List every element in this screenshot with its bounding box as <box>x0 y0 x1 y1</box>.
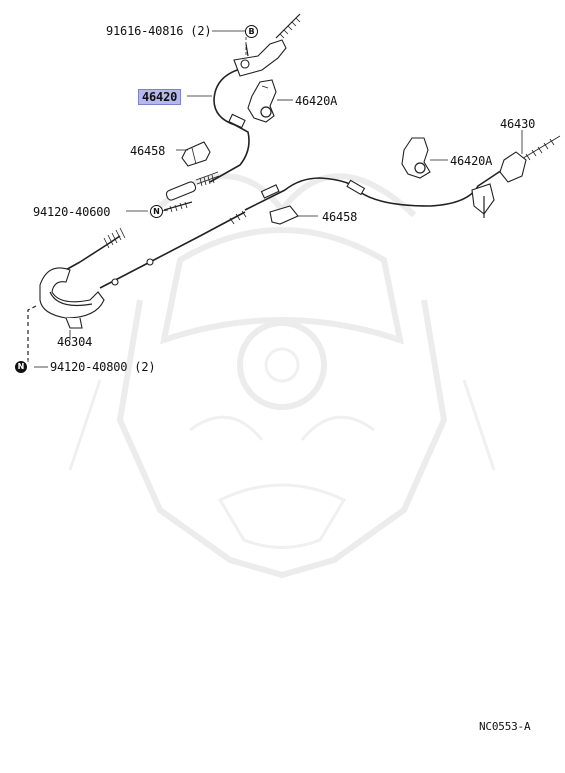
watermark-emblem <box>68 173 496 579</box>
top-bracket <box>233 13 301 77</box>
label-cable-front[interactable]: 46420 <box>138 89 182 105</box>
bolt-mid <box>163 201 193 213</box>
nut-symbol-icon-bottom: N <box>15 361 27 373</box>
label-bolt-bottom[interactable]: 94120-40800 (2) <box>50 360 156 374</box>
equalizer-46304 <box>27 267 105 360</box>
label-bracket-right[interactable]: 46420A <box>450 154 493 168</box>
diagram-code: NC0553-A <box>479 720 531 733</box>
nut-symbol-icon: N <box>150 205 163 218</box>
bracket-left <box>247 79 277 123</box>
rear-cable-right <box>284 135 561 218</box>
bracket-right <box>401 137 431 179</box>
label-clamp-left[interactable]: 46458 <box>130 144 166 158</box>
rear-cable-left <box>61 184 286 289</box>
label-cable-right[interactable]: 46430 <box>500 117 536 131</box>
front-cable-46420 <box>165 67 250 201</box>
label-clamp-right[interactable]: 46458 <box>322 210 358 224</box>
clamp-left <box>181 141 211 167</box>
label-bolt-top: 91616-40816 (2) <box>106 24 212 38</box>
label-bracket-left[interactable]: 46420A <box>295 94 338 108</box>
label-equalizer[interactable]: 46304 <box>57 335 93 349</box>
label-bolt-mid[interactable]: 94120-40600 <box>33 205 111 219</box>
bolt-symbol-icon: B <box>245 25 258 38</box>
leader-lines <box>27 30 523 368</box>
clamp-right <box>269 205 299 225</box>
